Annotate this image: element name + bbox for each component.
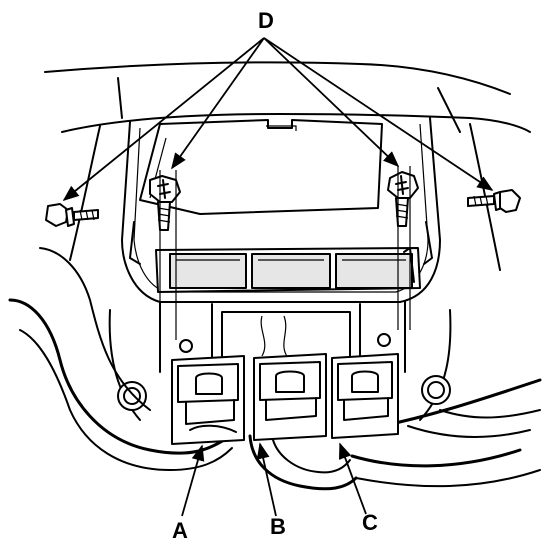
label-connector-b: B [270,514,286,539]
label-connector-c: C [362,510,378,535]
label-bolts: D [258,8,274,33]
right-mount [419,309,452,421]
label-connector-a: A [172,518,188,543]
dashboard-outline [44,61,531,271]
mounting-bracket [121,117,441,303]
bolt-upper-left [149,175,181,231]
connector-b [253,353,327,441]
bolt-upper-right [387,171,419,227]
bolt-hole-right [377,333,391,347]
connector-c [331,353,399,439]
bolt-side-right [467,189,521,213]
callout-lines [62,37,494,517]
bolt-side-left [45,203,99,227]
connector-a [171,355,245,445]
control-unit [129,221,433,293]
bolt-hole-left [179,339,193,353]
